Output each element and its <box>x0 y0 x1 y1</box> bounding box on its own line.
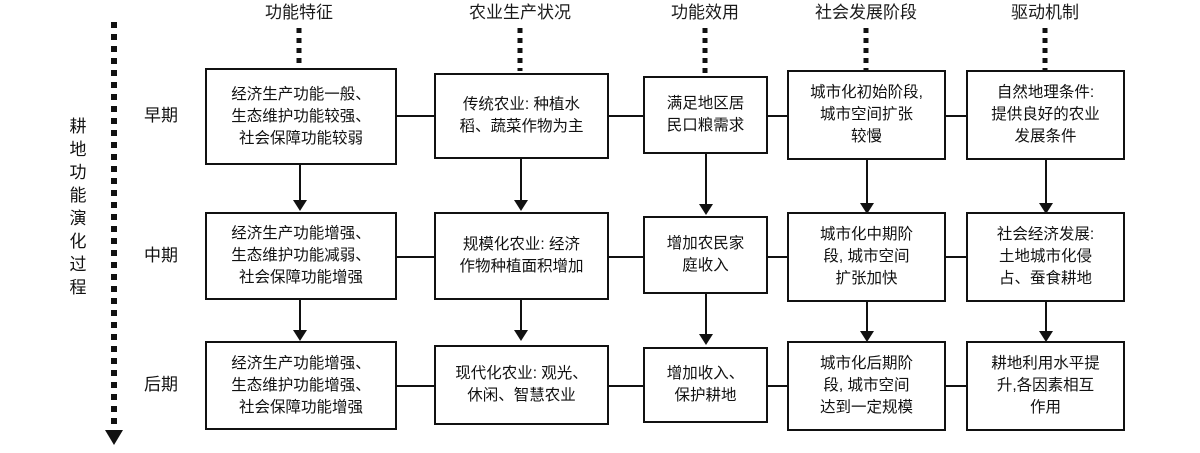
node-row2-col5-text: 社会经济发展: 土地城市化侵 占、蚕食耕地 <box>996 226 1095 287</box>
node-row2-col3-text: 增加农民家 庭收入 <box>666 235 745 274</box>
node-row2-col2-text: 规模化农业: 经济 作物种植面积增加 <box>459 236 584 275</box>
arrow-head-r1r2-col2 <box>514 200 528 211</box>
connector-row3-c1-c2 <box>397 385 434 387</box>
connector-row2-c2-c3 <box>609 256 643 258</box>
connector-row1-c1-c2 <box>397 115 434 117</box>
column-header-agricultural-production: 农业生产状况 <box>469 3 571 22</box>
arrow-shaft-r1r2-col2 <box>520 159 522 202</box>
node-row3-col2-text: 现代化农业: 观光、 休闲、智慧农业 <box>455 365 588 404</box>
connector-row1-c2-c3 <box>609 115 643 117</box>
arrow-shaft-r1r2-col3 <box>705 154 707 206</box>
column-header-dots-4 <box>863 28 869 70</box>
node-row3-col4-text: 城市化后期阶 段, 城市空间 达到一定规模 <box>819 355 913 416</box>
node-row1-col1[interactable]: 经济生产功能一般、 生态维护功能较强、 社会保障功能较弱 <box>205 68 397 165</box>
node-row3-col4[interactable]: 城市化后期阶 段, 城市空间 达到一定规模 <box>787 341 946 431</box>
node-row3-col3-text: 增加收入、 保护耕地 <box>666 365 745 404</box>
arrow-shaft-r2r3-col1 <box>299 300 301 333</box>
node-row2-col4[interactable]: 城市化中期阶 段, 城市空间 扩张加快 <box>787 212 946 302</box>
node-row3-col5-text: 耕地利用水平提 升,各因素相互 作用 <box>991 355 1100 416</box>
column-header-function-utility: 功能效用 <box>671 3 739 22</box>
node-row1-col3-text: 满足地区居 民口粮需求 <box>666 95 745 134</box>
connector-row2-c3-c4 <box>768 256 787 258</box>
evolution-axis-arrowhead <box>105 430 123 445</box>
node-row2-col2[interactable]: 规模化农业: 经济 作物种植面积增加 <box>434 212 609 300</box>
node-row3-col5[interactable]: 耕地利用水平提 升,各因素相互 作用 <box>966 341 1125 431</box>
connector-row3-c3-c4 <box>768 385 787 387</box>
node-row2-col1[interactable]: 经济生产功能增强、 生态维护功能减弱、 社会保障功能增强 <box>205 212 397 300</box>
node-row2-col3[interactable]: 增加农民家 庭收入 <box>643 216 768 294</box>
column-header-function-characteristics: 功能特征 <box>265 3 333 22</box>
node-row1-col4[interactable]: 城市化初始阶段, 城市空间扩张 较慢 <box>787 70 946 160</box>
node-row1-col4-text: 城市化初始阶段, 城市空间扩张 较慢 <box>810 84 923 145</box>
node-row1-col3[interactable]: 满足地区居 民口粮需求 <box>643 76 768 154</box>
arrow-head-r2r3-col3 <box>699 334 713 345</box>
node-row1-col5[interactable]: 自然地理条件: 提供良好的农业 发展条件 <box>966 70 1125 160</box>
stage-label-late: 后期 <box>144 375 178 394</box>
node-row3-col3[interactable]: 增加收入、 保护耕地 <box>643 347 768 423</box>
node-row2-col1-text: 经济生产功能增强、 生态维护功能减弱、 社会保障功能增强 <box>231 225 371 286</box>
node-row1-col1-text: 经济生产功能一般、 生态维护功能较强、 社会保障功能较弱 <box>231 85 371 147</box>
node-row1-col5-text: 自然地理条件: 提供良好的农业 发展条件 <box>991 84 1100 145</box>
column-header-dots-5 <box>1042 28 1048 70</box>
evolution-axis-dotted-line <box>111 22 117 430</box>
node-row1-col2-text: 传统农业: 种植水 稻、蔬菜作物为主 <box>459 96 584 135</box>
stage-label-middle: 中期 <box>144 246 178 265</box>
arrow-shaft-r1r2-col5 <box>1045 160 1047 205</box>
column-header-dots-2 <box>517 28 523 71</box>
connector-row3-c4-c5 <box>946 385 966 387</box>
connector-row2-c4-c5 <box>946 256 966 258</box>
arrow-head-r2r3-col4 <box>860 331 874 342</box>
arrow-head-r1r2-col3 <box>699 204 713 215</box>
node-row3-col1-text: 经济生产功能增强、 生态维护功能增强、 社会保障功能增强 <box>231 354 371 416</box>
arrow-shaft-r2r3-col2 <box>520 300 522 333</box>
node-row2-col5[interactable]: 社会经济发展: 土地城市化侵 占、蚕食耕地 <box>966 212 1125 302</box>
arrow-shaft-r2r3-col4 <box>866 302 868 334</box>
connector-row2-c1-c2 <box>397 256 434 258</box>
arrow-head-r2r3-col1 <box>293 330 307 341</box>
stage-label-early: 早期 <box>144 106 178 125</box>
node-row3-col1[interactable]: 经济生产功能增强、 生态维护功能增强、 社会保障功能增强 <box>205 341 397 430</box>
column-header-driving-mechanism: 驱动机制 <box>1011 3 1079 22</box>
node-row2-col4-text: 城市化中期阶 段, 城市空间 扩张加快 <box>819 226 913 287</box>
arrow-shaft-r2r3-col3 <box>705 294 707 337</box>
connector-row1-c4-c5 <box>946 115 966 117</box>
node-row3-col2[interactable]: 现代化农业: 观光、 休闲、智慧农业 <box>434 345 609 425</box>
arrow-shaft-r1r2-col4 <box>866 160 868 205</box>
node-row1-col2[interactable]: 传统农业: 种植水 稻、蔬菜作物为主 <box>434 73 609 159</box>
connector-row1-c3-c4 <box>768 115 787 117</box>
connector-row3-c2-c3 <box>609 385 643 387</box>
column-header-social-development-stage: 社会发展阶段 <box>815 3 917 22</box>
evolution-axis-caption: 耕地功能演化过程 <box>69 117 87 297</box>
arrow-head-r2r3-col2 <box>514 330 528 341</box>
arrow-head-r1r2-col1 <box>293 200 307 211</box>
column-header-dots-1 <box>296 28 302 66</box>
column-header-dots-3 <box>702 28 708 75</box>
arrow-shaft-r1r2-col1 <box>299 165 301 202</box>
arrow-head-r1r2-col5 <box>1039 203 1053 214</box>
arrow-head-r1r2-col4 <box>860 203 874 214</box>
arrow-head-r2r3-col5 <box>1039 331 1053 342</box>
arrow-shaft-r2r3-col5 <box>1045 302 1047 334</box>
